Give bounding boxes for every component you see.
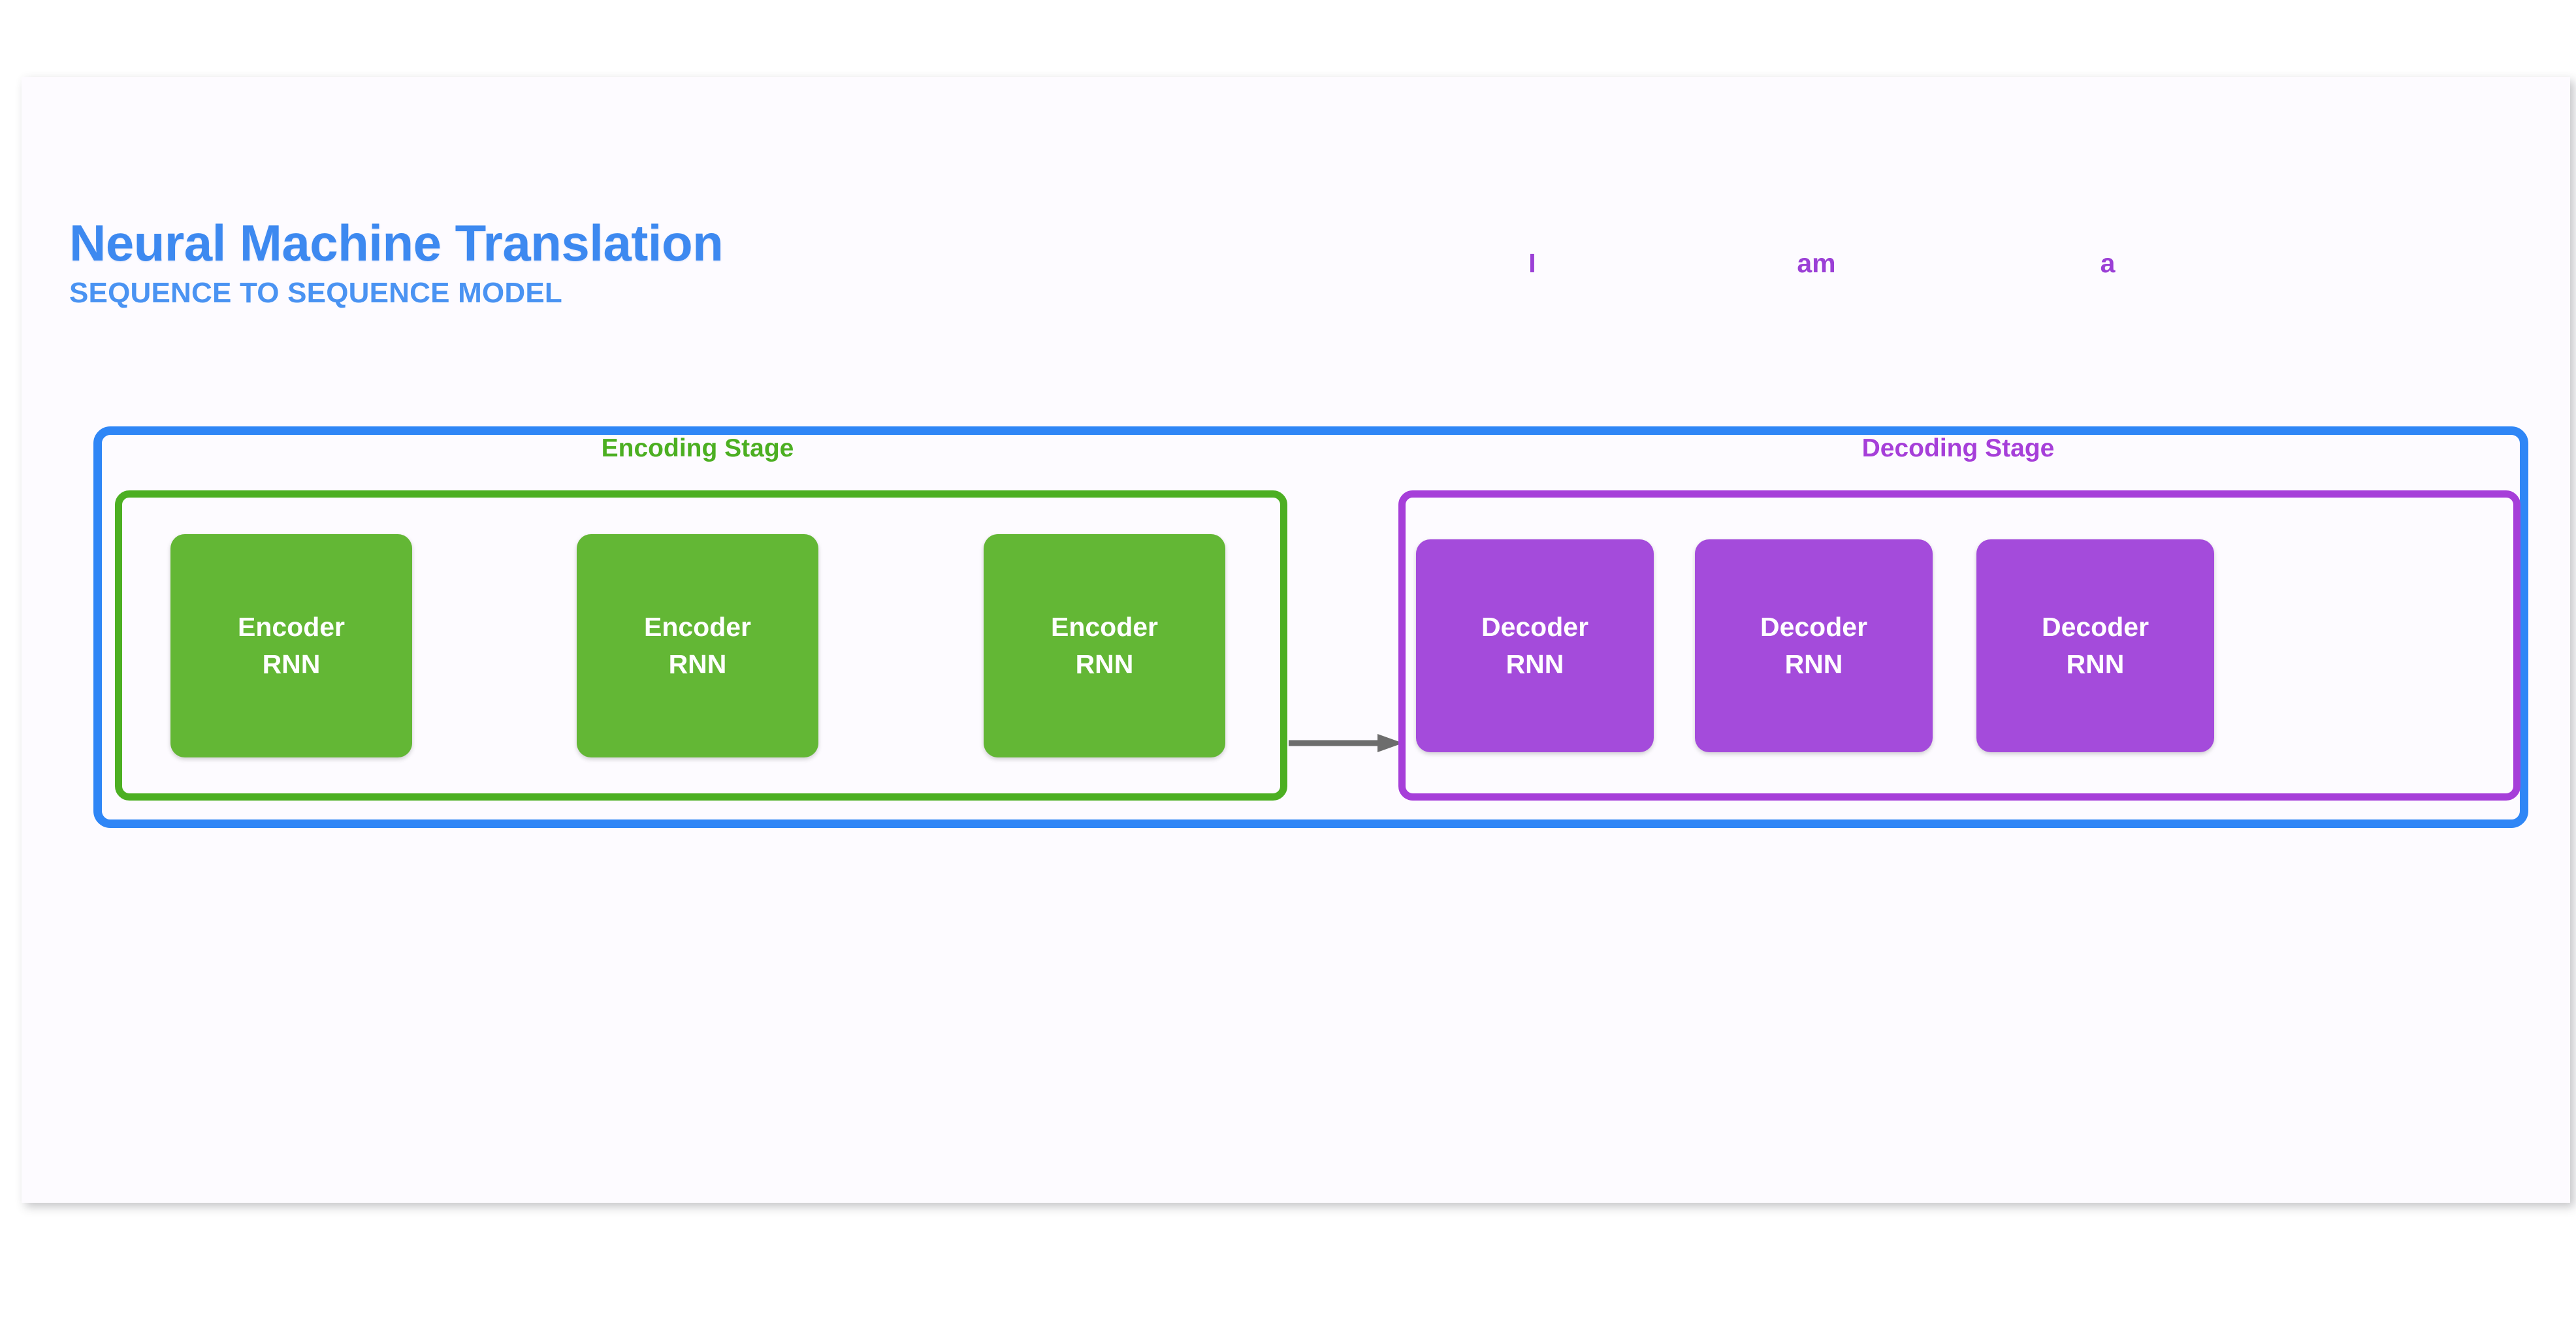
- encoding-stage-label: Encoding Stage: [601, 434, 794, 462]
- encoder-cell-line-1: Encoder: [643, 612, 752, 643]
- slide-canvas: Neural Machine Translation SEQUENCE TO S…: [22, 77, 2570, 1203]
- decoder-cell-line-1: Decoder: [1481, 612, 1589, 643]
- decoder-cell-line-2: RNN: [1784, 649, 1843, 679]
- decoder-cell-line-1: Decoder: [1760, 612, 1868, 643]
- decoder-cell-line-2: RNN: [1505, 649, 1564, 679]
- output-word-3: a: [2100, 248, 2116, 278]
- encoding-stage-box: [115, 490, 1287, 801]
- encoder-cell-line-1: Encoder: [237, 612, 346, 643]
- output-word-2: am: [1797, 248, 1836, 278]
- seq2seq-model-frame: [93, 426, 2528, 828]
- encoder-cell-line-2: RNN: [668, 649, 727, 679]
- encoder-cell-line-2: RNN: [1075, 649, 1134, 679]
- decoder-cell-line-1: Decoder: [2041, 612, 2149, 643]
- decoding-stage-label: Decoding Stage: [1861, 434, 2055, 462]
- decoding-stage-box: [1398, 490, 2520, 801]
- page-subtitle: SEQUENCE TO SEQUENCE MODEL: [69, 276, 562, 309]
- decoder-cell-line-2: RNN: [2066, 649, 2125, 679]
- encoder-cell-line-2: RNN: [262, 649, 321, 679]
- encoder-rnn-cell[interactable]: Encoder RNN: [577, 534, 818, 757]
- encoder-rnn-cell[interactable]: Encoder RNN: [170, 534, 412, 757]
- output-word-1: I: [1528, 248, 1536, 278]
- page-title: Neural Machine Translation: [69, 214, 724, 272]
- encoder-rnn-cell[interactable]: Encoder RNN: [984, 534, 1225, 757]
- title-block: Neural Machine Translation SEQUENCE TO S…: [69, 214, 724, 310]
- decoder-rnn-cell[interactable]: Decoder RNN: [1416, 539, 1654, 752]
- encoder-cell-line-1: Encoder: [1050, 612, 1159, 643]
- decoder-rnn-cell[interactable]: Decoder RNN: [1695, 539, 1933, 752]
- encoder-to-decoder-arrow: [1289, 734, 1403, 752]
- decoder-rnn-cell[interactable]: Decoder RNN: [1976, 539, 2214, 752]
